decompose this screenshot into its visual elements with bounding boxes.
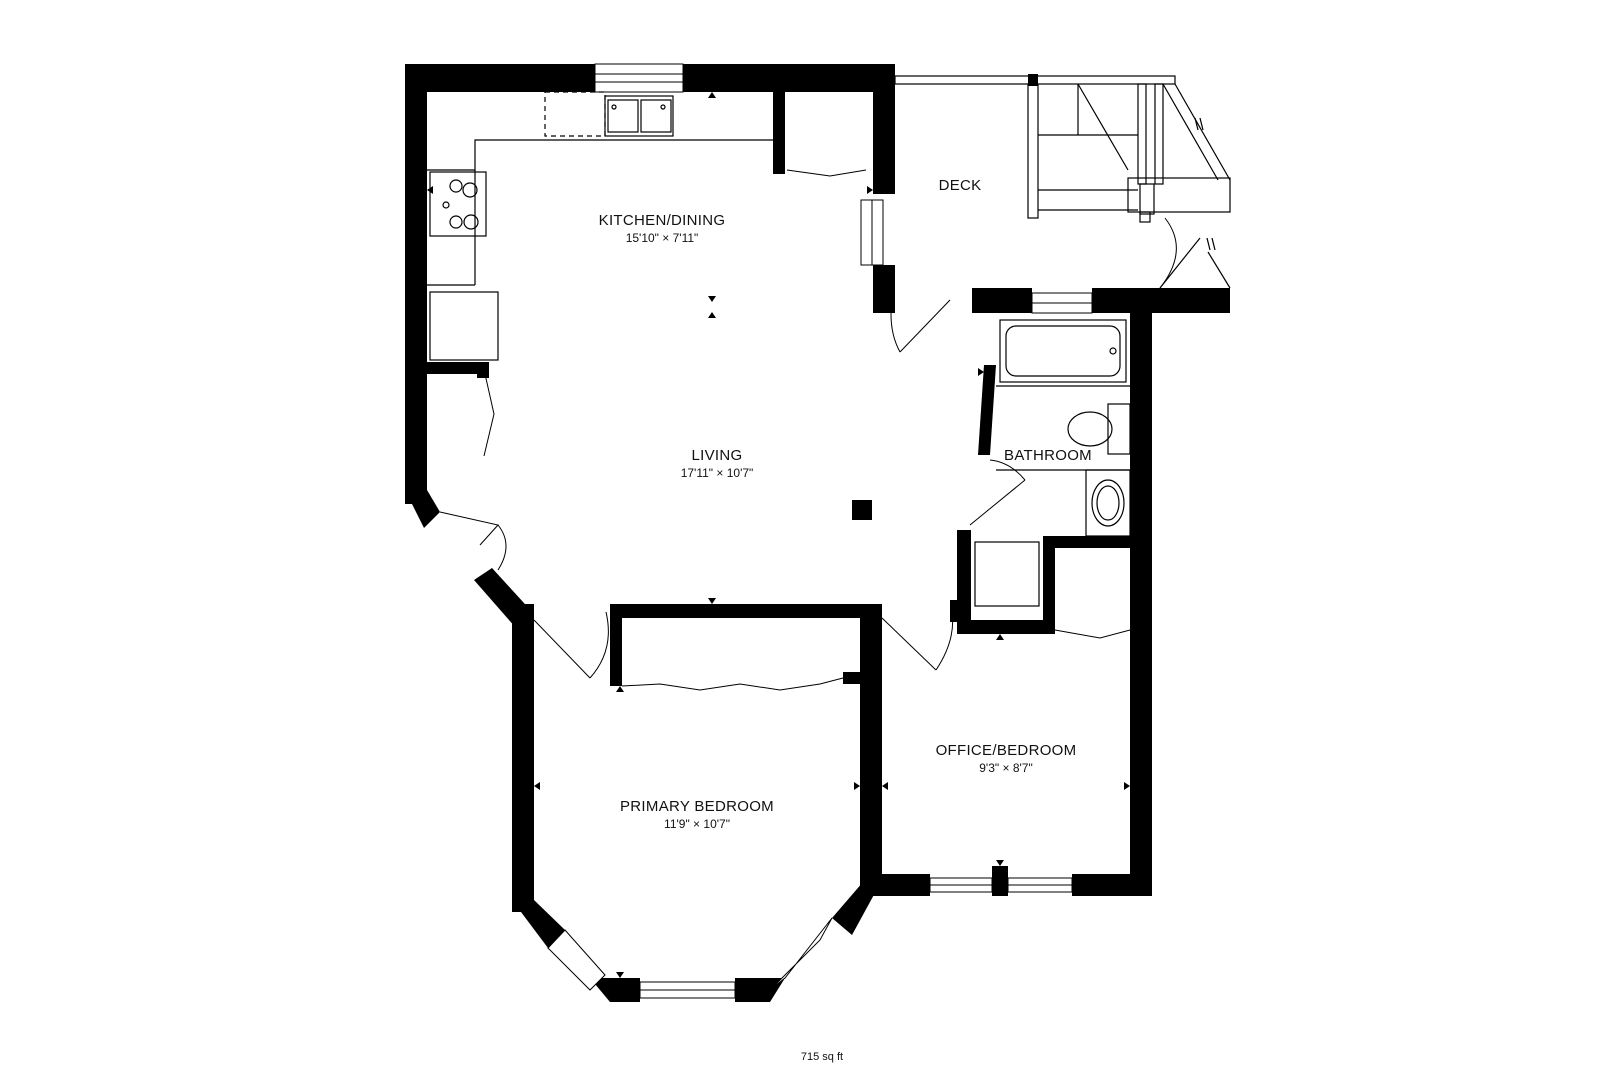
kitchen-fixtures xyxy=(427,91,867,361)
room-labels: KITCHEN/DINING 15'10" × 7'11" DECK LIVIN… xyxy=(599,177,1092,831)
bathroom-name: BATHROOM xyxy=(1004,447,1092,464)
deck-name: DECK xyxy=(939,177,982,194)
living-dims: 17'11" × 10'7" xyxy=(681,466,754,480)
total-area-label: 715 sq ft xyxy=(801,1051,843,1063)
deck-structure xyxy=(894,75,1231,289)
windows xyxy=(547,63,1093,999)
kitchen-name: KITCHEN/DINING xyxy=(599,212,726,229)
living-name: LIVING xyxy=(692,447,743,464)
kitchen-dims: 15'10" × 7'11" xyxy=(626,231,699,245)
doors xyxy=(439,299,1131,691)
office-name: OFFICE/BEDROOM xyxy=(936,742,1077,759)
office-dims: 9'3" × 8'7" xyxy=(979,761,1032,775)
bathroom-fixtures xyxy=(974,319,1131,607)
primary-bedroom-dims: 11'9" × 10'7" xyxy=(664,817,730,831)
dimension-markers xyxy=(427,92,1130,978)
primary-bedroom-name: PRIMARY BEDROOM xyxy=(620,798,774,815)
walls xyxy=(405,64,1230,1002)
